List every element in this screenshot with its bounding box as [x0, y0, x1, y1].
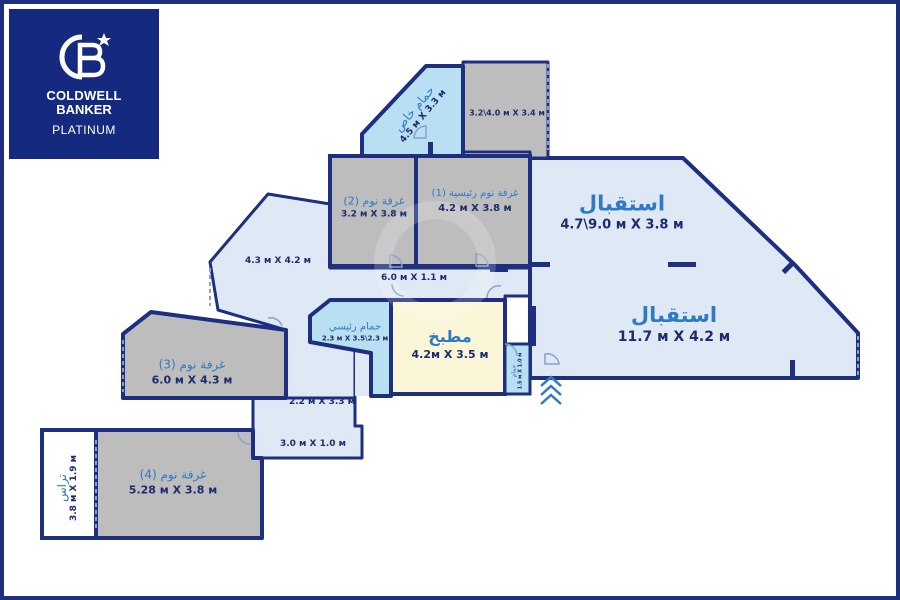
reception-2-dim: 11.7 м X 4.2 м [617, 329, 731, 345]
reception-2-label: استقبال 11.7 м X 4.2 м [618, 303, 731, 345]
bedroom-3-name: غرفة نوم (3) [158, 357, 226, 372]
corridor-1-dim: 6.0 м X 1.1 м [380, 273, 448, 283]
door-swings [237, 125, 560, 445]
terrace-room [40, 428, 98, 540]
bedroom-3-room [121, 310, 288, 400]
kitchen-name: مطبخ [428, 327, 472, 346]
brand-logo: COLDWELL BANKER PLATINUM [9, 9, 159, 159]
reception-2-name: استقبال [630, 303, 718, 327]
main-hall-dim: 4.3 м X 4.2 м [244, 256, 312, 266]
main-bath-name: حمام رئيسي [328, 321, 382, 333]
bedroom-4-dim: 5.28 м X 3.8 м [128, 483, 218, 497]
reception-1-label: استقبال 4.7\9.0 м X 3.8 м [560, 192, 683, 233]
reception-1-dim: 4.7\9.0 м X 3.8 м [560, 217, 684, 233]
kitchen-dim: 4.2м X 3.5 м [411, 348, 489, 361]
bedroom-2-label: غرفة نوم (2) 3.2 м X 3.8 м [341, 195, 407, 220]
terrace-label: تراس 3.8 м X 1.9 м [55, 455, 79, 521]
master-bedroom-dim: 4.2 м X 3.8 м [438, 203, 512, 214]
master-bedroom-label: غرفة نوم رئيسية (1) 4.2 м X 3.8 м [432, 188, 519, 214]
master-bedroom-name: غرفة نوم رئيسية (1) [431, 188, 519, 199]
cb-monogram-icon [59, 33, 111, 80]
main-bath-dim: 2.3 м X 3.5\2.3 м [321, 334, 389, 343]
brand-line-3: PLATINUM [52, 123, 116, 137]
terrace-name: تراس [55, 474, 69, 502]
entrance-arrow-icon [540, 375, 562, 405]
bedroom-4-name: غرفة نوم (4) [139, 467, 207, 482]
window-marks [428, 142, 796, 376]
main-bath-label: حمام رئيسي 2.3 м X 3.5\2.3 м [322, 322, 388, 343]
guest-wc-dim: 1.5 м X 1.0 м [517, 352, 524, 390]
guest-wc-room [503, 342, 532, 396]
bedroom-3-label: غرفة نوم (3) 6.0 м X 4.3 м [152, 358, 233, 387]
window-lines [95, 64, 859, 530]
terrace-dim: 3.8 м X 1.9 м [69, 454, 79, 522]
reception-1-name: استقبال [578, 191, 666, 216]
watermark-monogram [374, 201, 496, 323]
bedroom-3-dim: 6.0 м X 4.3 м [151, 373, 233, 387]
corridor-2-dim: 3.0 м X 1.0 м [279, 439, 347, 449]
bedroom-2-dim: 3.2 м X 3.8 м [340, 209, 408, 220]
bedroom-4-label: غرفة نوم (4) 5.28 м X 3.8 м [129, 468, 217, 497]
brand-line-1: COLDWELL [46, 88, 122, 103]
guest-wc-name: حمام [510, 364, 518, 378]
dressing-room-dim: 3.2\4.0 м X 3.4 м [469, 108, 545, 118]
brand-line-2: BANKER [56, 102, 112, 117]
bedroom-2-name: غرفة نوم (2) [343, 194, 405, 208]
bedroom-2-room [328, 154, 418, 268]
master-bedroom-room [414, 154, 532, 268]
hall-2-dim: 2.2 м X 3.3 м [288, 397, 356, 407]
kitchen-room [389, 298, 507, 396]
guest-wc-label: حمام 1.5 м X 1.0 м [511, 353, 524, 390]
kitchen-label: مطبخ 4.2м X 3.5 м [412, 327, 489, 361]
